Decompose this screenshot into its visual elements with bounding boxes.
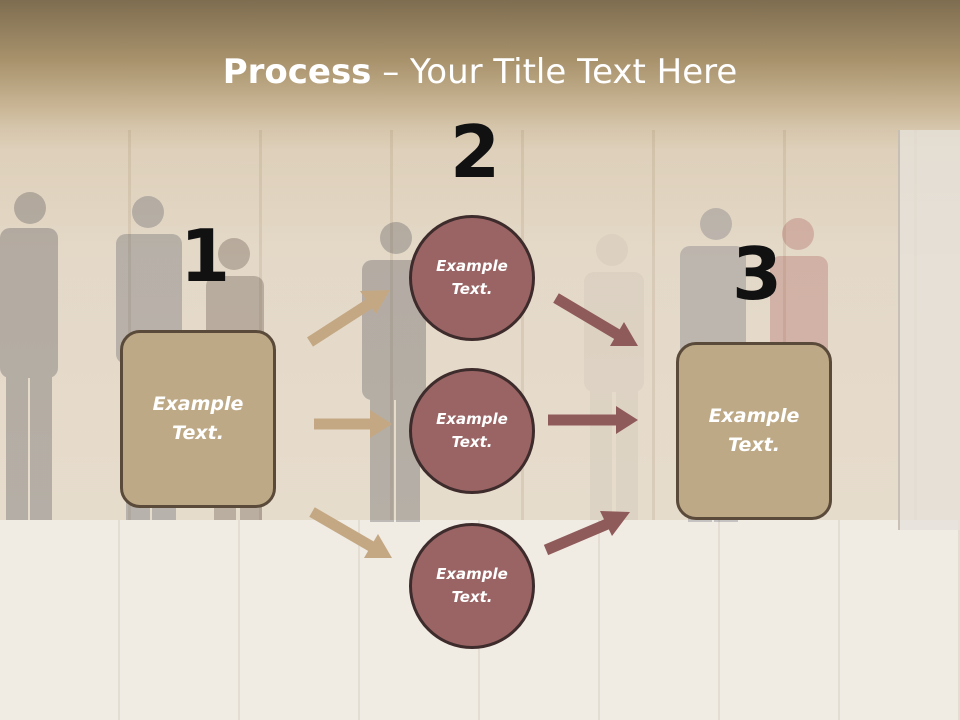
right-step-box[interactable]: Example Text.	[676, 342, 832, 520]
top-circle-text: Example Text.	[436, 257, 508, 298]
bottom-circle[interactable]: Example Text.	[409, 523, 535, 649]
red-arrow-straight	[548, 406, 638, 434]
red-arrow-down	[553, 293, 638, 346]
title-bold: Process	[222, 52, 372, 92]
tan-arrow-down	[309, 507, 392, 558]
slide-title: Process – Your Title Text Here	[0, 52, 960, 92]
background-door	[898, 130, 960, 530]
tan-arrow-straight	[314, 410, 392, 438]
middle-circle[interactable]: Example Text.	[409, 368, 535, 494]
title-rest: – Your Title Text Here	[371, 52, 738, 92]
step-number-2: 2	[450, 110, 501, 194]
step-number-1: 1	[180, 214, 231, 298]
left-step-box-text: Example Text.	[152, 393, 244, 444]
middle-circle-text: Example Text.	[436, 410, 508, 451]
tan-arrow-up	[307, 290, 390, 347]
bottom-circle-text: Example Text.	[436, 565, 508, 606]
step-number-3: 3	[732, 232, 783, 316]
right-step-box-text: Example Text.	[708, 405, 800, 456]
left-step-box[interactable]: Example Text.	[120, 330, 276, 508]
red-arrow-up	[543, 511, 630, 556]
top-circle[interactable]: Example Text.	[409, 215, 535, 341]
